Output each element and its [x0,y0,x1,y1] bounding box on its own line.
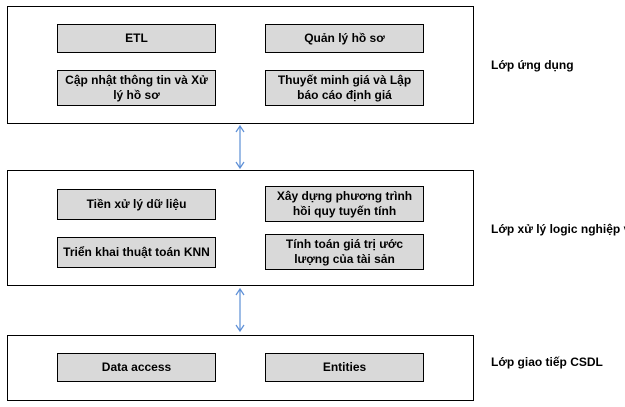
double-arrow-icon [235,124,245,170]
application-layer: ETL Quản lý hồ sơ Cập nhật thông tin và … [7,6,474,124]
double-arrow-icon [235,287,245,333]
box-label: Entities [322,360,367,374]
box-label: Tiền xử lý dữ liệu [86,197,187,211]
box-label: Xây dựng phương trình hồi quy tuyến tính [276,189,413,218]
box-label: Thuyết minh giá và Lập báo cáo định giá [277,73,412,102]
box-label: Data access [101,360,172,374]
logic-layer: Tiền xử lý dữ liệu Xây dựng phương trình… [7,170,474,286]
box-thuyet-minh-gia: Thuyết minh giá và Lập báo cáo định giá [265,70,424,106]
logic-layer-label: Lớp xử lý logic nghiệp vụ [491,222,625,236]
data-layer-label: Lớp giao tiếp CSDL [491,355,603,369]
box-cap-nhat-thong-tin: Cập nhật thông tin và Xử lý hồ sơ [57,70,216,106]
box-tien-xu-ly: Tiền xử lý dữ liệu [57,189,216,220]
data-layer: Data access Entities [7,335,474,401]
box-etl: ETL [57,24,216,53]
box-quan-ly-ho-so: Quản lý hồ sơ [265,24,424,53]
box-label: ETL [125,31,148,45]
box-label: Cập nhật thông tin và Xử lý hồ sơ [65,73,208,102]
box-label: Triển khai thuật toán KNN [63,245,210,259]
box-knn: Triển khai thuật toán KNN [57,237,216,268]
box-uoc-luong: Tính toán giá trị ước lượng của tài sản [265,234,424,270]
box-label: Tính toán giá trị ước lượng của tài sản [285,237,404,266]
application-layer-label: Lớp ứng dụng [491,58,574,72]
box-data-access: Data access [57,353,216,382]
box-entities: Entities [265,353,424,382]
box-label: Quản lý hồ sơ [304,31,385,45]
box-hoi-quy: Xây dựng phương trình hồi quy tuyến tính [265,186,424,222]
